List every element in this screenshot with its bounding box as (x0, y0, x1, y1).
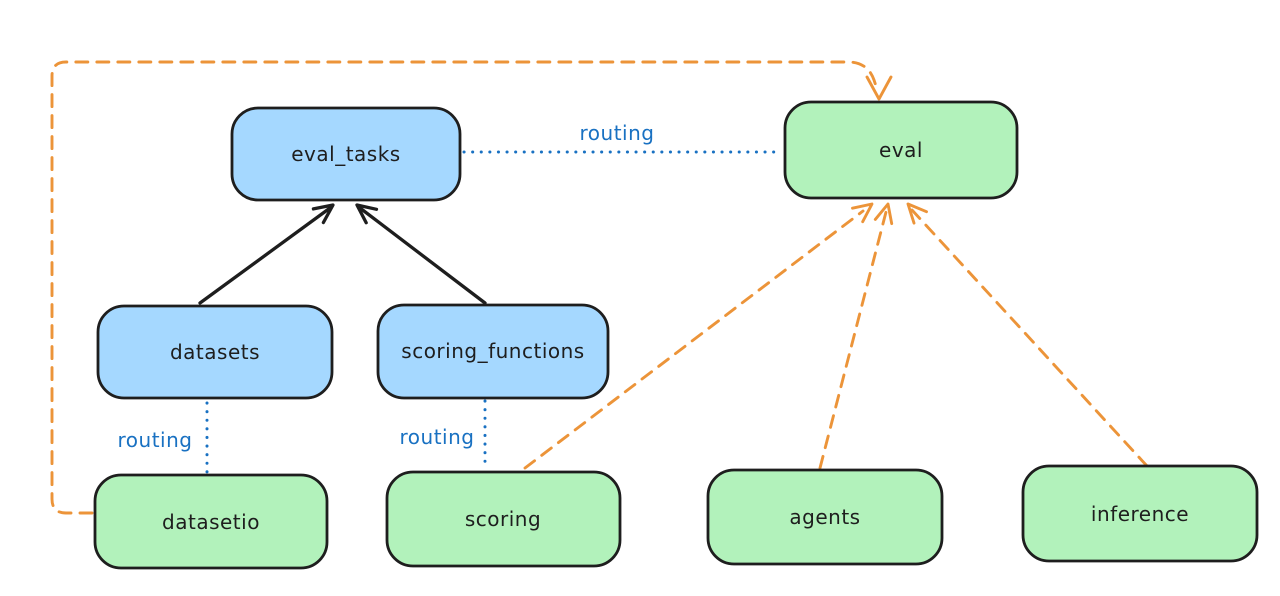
node-agents-box (706, 468, 944, 566)
edge-datasetio-to-eval (50, 60, 880, 515)
node-eval-tasks: eval_tasks (230, 106, 462, 202)
edge-datasets-to-evaltasks (198, 206, 332, 305)
node-scoring-functions-box (376, 303, 610, 400)
edge-label-routing-scoring: routing (400, 425, 475, 449)
node-eval-label: eval (879, 138, 923, 162)
edge-label-routing-top: routing (580, 121, 655, 145)
node-inference-box (1021, 464, 1259, 563)
node-eval: eval (783, 100, 1019, 200)
edge-scoring-to-eval (523, 209, 865, 470)
node-inference-label: inference (1091, 502, 1189, 526)
node-agents-label: agents (789, 505, 860, 529)
arrowhead-datasets-to-evaltasks (311, 203, 335, 225)
arrowhead-scoringfunctions-to-evaltasks (355, 203, 379, 225)
node-scoring-box (385, 470, 622, 568)
edge-label-routing-datasetio: routing (118, 428, 193, 452)
arrowhead-inference-to-eval (906, 202, 928, 225)
edge-agents-to-eval (818, 210, 888, 470)
node-eval-tasks-box (230, 106, 462, 202)
node-eval-box (783, 100, 1019, 200)
node-datasetio-label: datasetio (162, 510, 260, 534)
node-scoring-label: scoring (465, 507, 541, 531)
node-inference: inference (1021, 464, 1259, 563)
node-eval-tasks-label: eval_tasks (291, 142, 400, 166)
node-datasets: datasets (96, 304, 334, 400)
edge-scoringfunctions-to-evaltasks (358, 206, 487, 305)
arrowhead-agents-to-eval (873, 202, 894, 226)
node-datasetio-box (93, 473, 329, 570)
node-agents: agents (706, 468, 944, 566)
node-datasets-label: datasets (170, 340, 260, 364)
arrowhead-scoring-to-eval (851, 202, 874, 224)
arrowhead-datasetio-to-eval (865, 75, 893, 101)
node-scoring: scoring (385, 470, 622, 568)
edge-inference-to-eval (910, 208, 1149, 468)
node-scoring-functions: scoring_functions (376, 303, 610, 400)
node-datasets-box (96, 304, 334, 400)
node-datasetio: datasetio (93, 473, 329, 570)
node-scoring-functions-label: scoring_functions (401, 339, 584, 363)
